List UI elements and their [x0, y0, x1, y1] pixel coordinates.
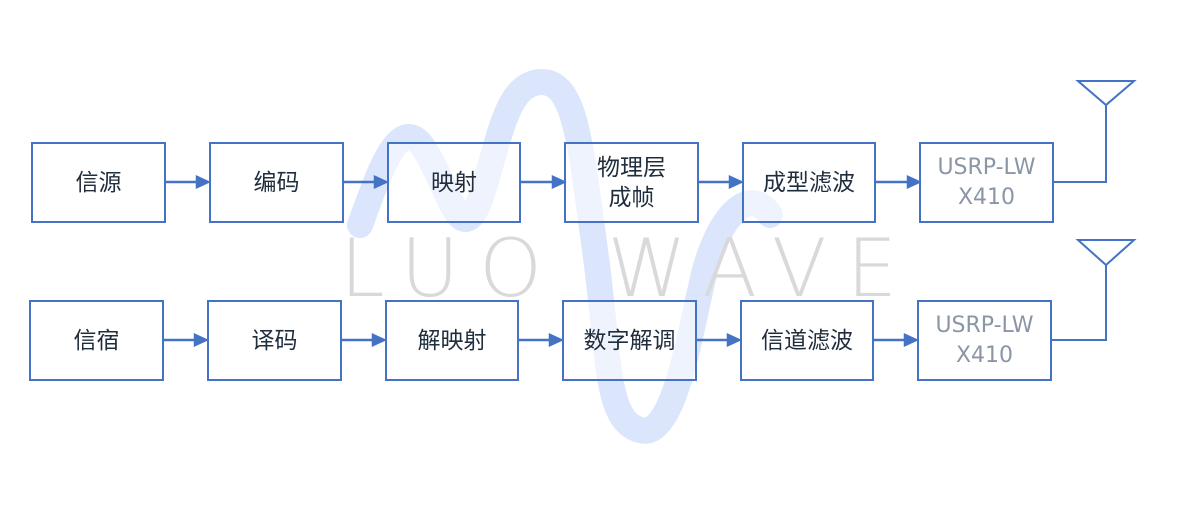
block-label: 成型滤波: [763, 169, 855, 196]
block-label: 信源: [75, 169, 122, 196]
block-label: 编码: [253, 169, 300, 196]
block-label: 物理层 成帧: [597, 154, 666, 211]
block-shaping-filter: 成型滤波: [742, 142, 876, 223]
block-label: 译码: [251, 327, 298, 354]
tx-antenna-icon: [1054, 80, 1137, 183]
block-encoding: 编码: [209, 142, 344, 223]
tx-connectors: [166, 175, 923, 189]
block-label: 映射: [431, 169, 477, 196]
block-channel-filter: 信道滤波: [740, 300, 874, 381]
block-source: 信源: [31, 142, 166, 223]
block-sink: 信宿: [29, 300, 164, 381]
block-mapping: 映射: [387, 142, 521, 223]
rx-antenna-icon: [1052, 239, 1137, 341]
block-label: USRP-LW X410: [937, 154, 1036, 210]
block-usrp-rx: USRP-LW X410: [917, 300, 1052, 381]
block-usrp-tx: USRP-LW X410: [919, 142, 1054, 223]
block-phy-framing: 物理层 成帧: [564, 142, 699, 223]
block-label: 数字解调: [583, 327, 676, 354]
block-digital-demod: 数字解调: [562, 300, 697, 381]
block-decoding: 译码: [207, 300, 342, 381]
watermark-text: LUO WAVE: [340, 222, 918, 315]
rx-connectors: [164, 333, 920, 347]
block-demapping: 解映射: [385, 300, 519, 381]
block-label: 信宿: [73, 327, 120, 354]
block-label: 信道滤波: [761, 327, 853, 354]
block-label: 解映射: [417, 327, 487, 354]
block-label: USRP-LW X410: [935, 312, 1034, 368]
